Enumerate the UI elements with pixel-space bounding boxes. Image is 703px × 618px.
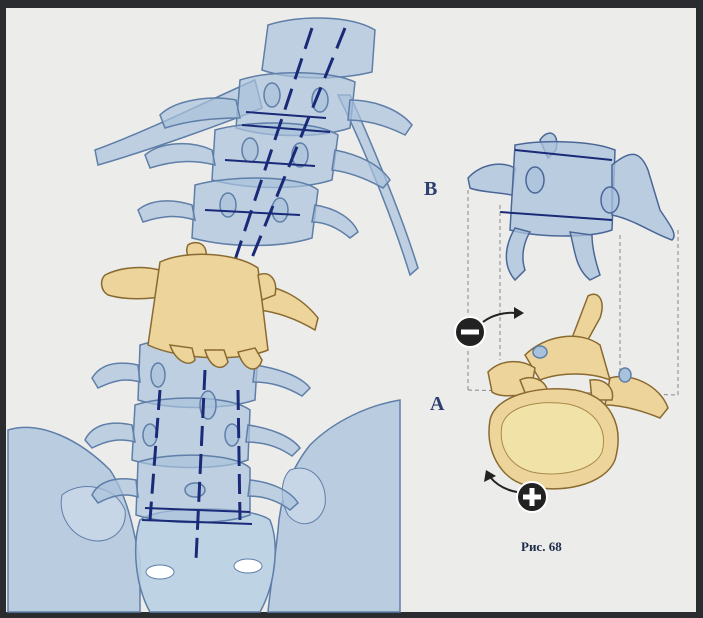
vertebra-l2	[212, 123, 338, 187]
view-b-lower-arm-right	[570, 232, 600, 280]
transverse-process-s1-left	[85, 423, 135, 448]
view-b-label: B	[424, 178, 437, 201]
view-a-body-top	[501, 403, 603, 474]
transverse-process-l5-right	[253, 365, 310, 396]
sacral-foramen-left	[146, 565, 174, 579]
facet-oval	[272, 198, 288, 222]
view-a-facet-left	[533, 346, 547, 358]
view-a-label: A	[430, 393, 444, 416]
transverse-process-l5-left	[92, 363, 140, 388]
view-b-transverse-right	[612, 154, 674, 240]
view-a-facet-right	[619, 368, 631, 382]
view-b-transverse-left	[468, 164, 515, 195]
figure-caption: Рис. 68	[521, 539, 562, 555]
view-b-lower-arm-left	[506, 228, 530, 280]
facet-oval	[143, 424, 157, 446]
view-a-vertebra	[488, 294, 668, 489]
plus-sign-icon	[517, 482, 547, 512]
view-a-transverse-right	[605, 377, 668, 418]
transverse-process-l3-right	[312, 205, 358, 238]
view-b-vertebra	[468, 133, 674, 280]
rotation-arrow-head	[514, 307, 524, 319]
minus-sign-icon	[455, 317, 485, 347]
rotated-vertebra-front	[102, 243, 318, 369]
view-b-facet	[526, 167, 544, 193]
facet-oval	[151, 363, 165, 387]
pedicle-right	[258, 274, 276, 300]
vertebral-body	[148, 254, 268, 358]
rotation-arrow-icon	[483, 313, 515, 322]
view-b-facet	[601, 187, 619, 213]
transverse-process-s1-right	[246, 425, 300, 456]
facet-oval	[220, 193, 236, 217]
facet-oval	[185, 483, 205, 497]
facet-oval	[264, 83, 280, 107]
sacral-foramen-right	[234, 559, 262, 573]
transverse-process-l3-left	[138, 201, 195, 222]
facet-oval	[225, 424, 239, 446]
facet-oval	[242, 138, 258, 162]
vertebra-t12	[262, 18, 375, 78]
